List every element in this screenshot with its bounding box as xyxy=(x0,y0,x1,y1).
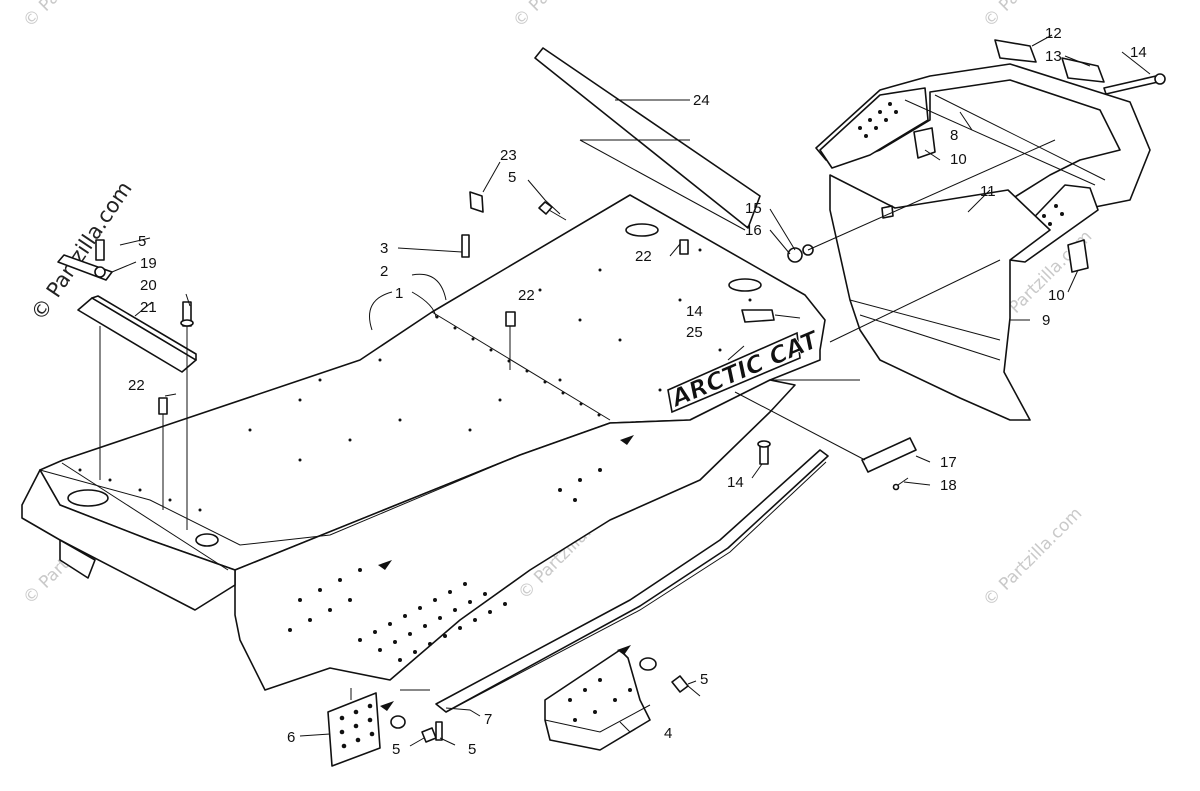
part-18-screw xyxy=(892,477,909,491)
part-9-endcap xyxy=(829,174,1051,421)
callout-5: 5 xyxy=(138,233,146,250)
part-5-washer-screw-lower xyxy=(390,715,443,743)
callout-8: 8 xyxy=(950,127,958,144)
part-24-mat xyxy=(534,47,761,231)
part-21-bracket xyxy=(77,295,197,373)
callout-24: 24 xyxy=(693,92,710,109)
callout-6: 6 xyxy=(287,729,295,746)
watermark-repeat: © Partzilla.com xyxy=(979,0,1086,32)
part-6-plate xyxy=(327,692,394,767)
callout-23: 23 xyxy=(500,147,517,164)
part-13-pad xyxy=(1061,57,1105,83)
part-17-reflector xyxy=(861,437,917,473)
callout-10: 10 xyxy=(1048,287,1065,304)
watermark-repeat: © Partzilla.com xyxy=(19,0,126,32)
callout-5: 5 xyxy=(392,741,400,758)
watermark-repeat: © Partzilla.com xyxy=(979,504,1086,611)
callout-11: 11 xyxy=(980,183,996,200)
part-15-16-fasteners xyxy=(787,244,814,263)
callout-4: 4 xyxy=(664,725,672,742)
part-3-rivet xyxy=(461,234,470,258)
part-14-bolt xyxy=(1103,73,1166,95)
part-5-washer-screw xyxy=(639,657,701,697)
part-12-pad xyxy=(994,39,1037,63)
part-10-clip xyxy=(913,127,1089,273)
watermark-repeat: © Partzilla.com xyxy=(509,0,616,32)
callout-labels: 24 23 5 3 2 1 22 22 14 25 5 19 20 21 22 … xyxy=(128,25,1147,758)
callout-5: 5 xyxy=(700,671,708,688)
callout-14: 14 xyxy=(686,303,703,320)
callout-3: 3 xyxy=(380,240,388,257)
callout-1: 1 xyxy=(395,285,403,302)
callout-25: 25 xyxy=(686,324,703,341)
callout-22: 22 xyxy=(518,287,535,304)
callout-22: 22 xyxy=(128,377,145,394)
callout-22: 22 xyxy=(635,248,652,265)
callout-5: 5 xyxy=(468,741,476,758)
part-14-bolt-lower xyxy=(757,440,771,465)
callout-7: 7 xyxy=(484,711,492,728)
callout-21: 21 xyxy=(140,299,157,316)
callout-15: 15 xyxy=(745,200,762,217)
callout-13: 13 xyxy=(1045,48,1062,65)
callout-16: 16 xyxy=(745,222,762,239)
callout-12: 12 xyxy=(1045,25,1062,42)
callout-14: 14 xyxy=(1130,44,1147,61)
callout-14: 14 xyxy=(727,474,744,491)
callout-17: 17 xyxy=(940,454,957,471)
callout-10: 10 xyxy=(950,151,967,168)
part-4-bracket xyxy=(544,645,651,751)
watermark-main: © Partzilla.com xyxy=(26,177,137,325)
part-7-rail xyxy=(435,449,829,713)
callout-19: 19 xyxy=(140,255,157,272)
callout-20: 20 xyxy=(140,277,157,294)
part-20-rivet xyxy=(180,301,194,327)
part-23-tab xyxy=(469,191,484,213)
callout-18: 18 xyxy=(940,477,957,494)
callout-9: 9 xyxy=(1042,312,1050,329)
part-5-screw xyxy=(538,201,567,221)
part-14-screw xyxy=(741,309,775,323)
part-1-tunnel xyxy=(21,194,826,691)
callout-2: 2 xyxy=(380,263,388,280)
leader-lines xyxy=(99,34,1151,747)
callout-5: 5 xyxy=(508,169,516,186)
